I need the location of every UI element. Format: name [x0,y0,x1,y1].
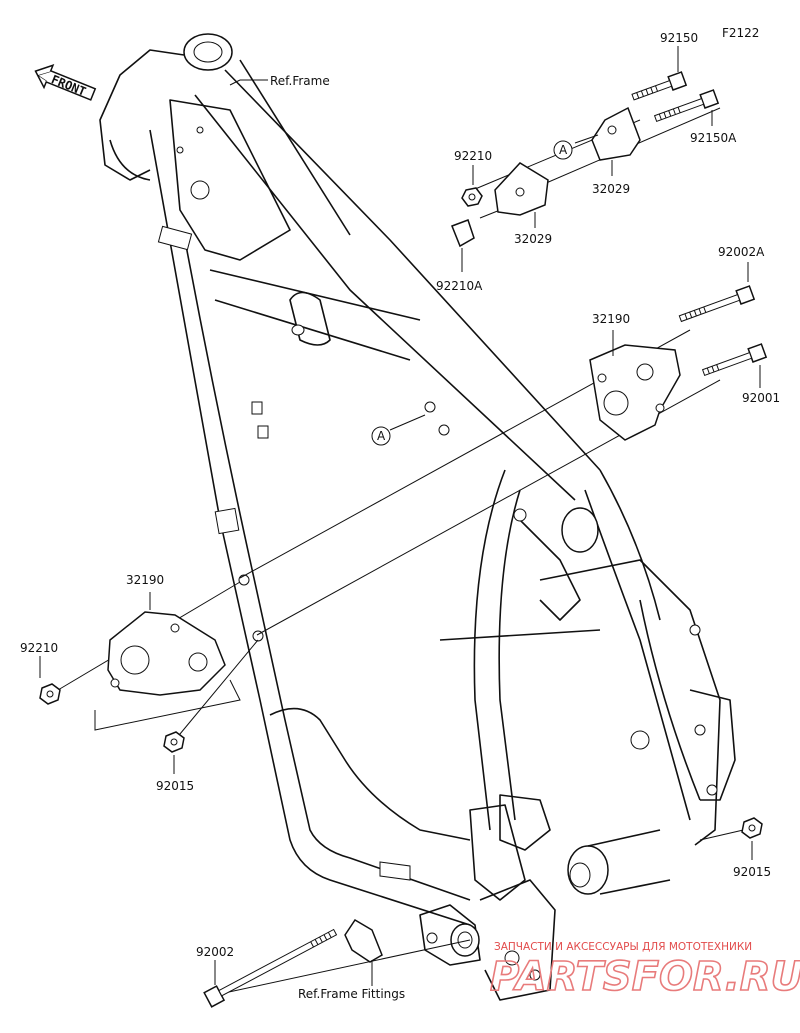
clip-92210a [451,219,475,248]
frame-fitting-plate [344,918,383,963]
label-92015-left: 92015 [156,779,194,793]
label-92002a: 92002A [718,245,765,259]
bolt-92150a [653,89,720,122]
bracket-32029-upper [591,106,641,161]
label-ref-frame: Ref.Frame [270,74,330,88]
label-92002: 92002 [196,945,234,959]
ref-a-mid: A [377,429,386,443]
label-92210-top: 92210 [454,149,492,163]
bracket-32190-left [107,611,226,696]
label-92150a: 92150A [690,131,737,145]
bolt-92002 [203,928,338,1008]
label-32029-upper: 32029 [592,182,630,196]
watermark: ЗАПЧАСТИ И АКСЕССУАРЫ ДЛЯ МОТОТЕХНИКИ PA… [489,941,800,1001]
bolt-92002a [678,285,756,323]
front-arrow: FRONT [34,64,97,101]
label-92210a: 92210A [436,279,483,293]
bolt-92001 [701,343,768,376]
motorcycle-frame [99,33,736,1001]
label-32190-right: 32190 [592,312,630,326]
label-92001: 92001 [742,391,780,405]
watermark-tagline: ЗАПЧАСТИ И АКСЕССУАРЫ ДЛЯ МОТОТЕХНИКИ [494,941,752,953]
bracket-32190-right [589,344,681,441]
ref-a-top: A [559,143,568,157]
label-32190-left: 32190 [126,573,164,587]
label-92015-right: 92015 [733,865,771,879]
bolt-92150 [631,71,688,101]
nut-92210-left [39,683,61,705]
ref-a-top-circle [553,140,573,160]
label-ref-frame-fittings: Ref.Frame Fittings [298,987,405,1001]
nut-92015-right [741,817,763,839]
label-92150: 92150 [660,31,698,45]
watermark-logo: PARTSFOR.RU [490,954,800,1000]
leader-lines [39,46,761,986]
label-92210-left: 92210 [20,641,58,655]
label-32029-lower: 32029 [514,232,552,246]
front-label: FRONT [49,72,88,99]
nut-92015-left [163,731,185,753]
ref-a-mid-circle [371,426,391,446]
nut-92210-top [461,187,483,207]
diagram-code: F2122 [722,26,759,40]
